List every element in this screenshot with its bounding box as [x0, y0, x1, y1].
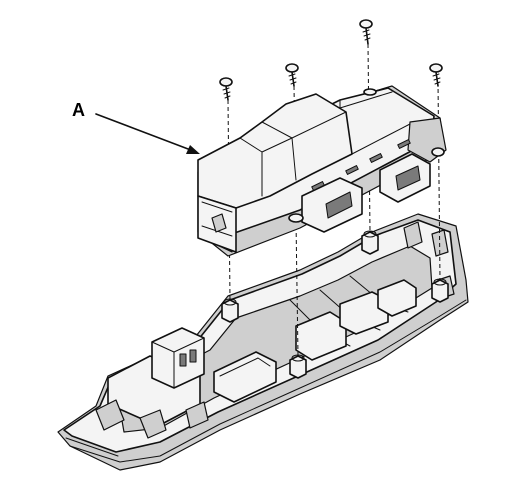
mounting-screw-3 — [359, 19, 373, 45]
screw-boss-1 — [221, 298, 239, 323]
mounting-screw-4 — [429, 63, 443, 87]
screw-boss-2 — [289, 354, 307, 379]
screw-boss-4 — [431, 278, 449, 303]
callout-label-a: A — [72, 100, 85, 120]
screw-boss-3 — [361, 230, 379, 255]
mounting-screw-2 — [285, 63, 299, 87]
door-armrest-panel — [57, 213, 469, 471]
mounting-screw-1 — [219, 77, 233, 101]
master-switch-assembly — [197, 85, 447, 257]
callout-arrow-a — [95, 113, 200, 154]
